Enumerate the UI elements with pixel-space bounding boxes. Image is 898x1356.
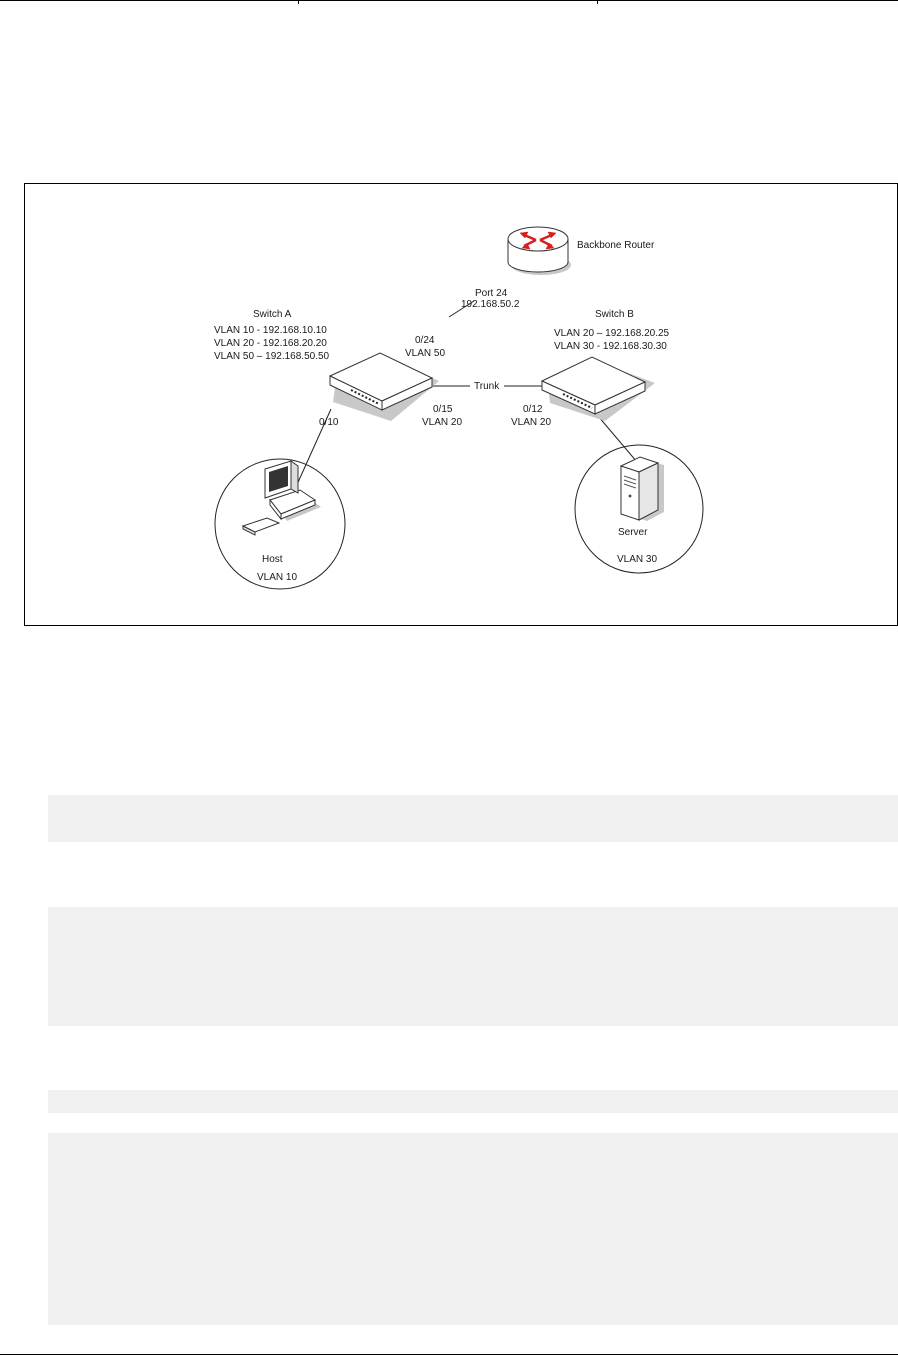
header-tick-right xyxy=(597,0,598,4)
host-vlan-label: VLAN 10 xyxy=(257,572,297,583)
switch-a-vlan-line: VLAN 50 – 192.168.50.50 xyxy=(214,351,330,362)
switch-b-icon xyxy=(542,357,655,421)
host-label: Host xyxy=(262,554,283,565)
switch-b-vlan-line: VLAN 30 - 192.168.30.30 xyxy=(554,341,667,352)
server-vlan-label: VLAN 30 xyxy=(617,554,657,565)
switch-a-trunk-vlan: VLAN 20 xyxy=(422,417,462,428)
network-diagram-canvas: Backbone Router Port 24 192.168.50.2 Swi… xyxy=(25,184,898,627)
switch-a-uplink-port: 0/24 xyxy=(415,335,435,346)
switch-b-trunk-port: 0/12 xyxy=(523,404,543,415)
network-diagram: Backbone Router Port 24 192.168.50.2 Swi… xyxy=(24,183,898,626)
bottom-rule xyxy=(0,1354,898,1355)
trunk-label: Trunk xyxy=(474,381,500,392)
router-label: Backbone Router xyxy=(577,240,655,251)
host-computer-icon xyxy=(243,461,321,535)
switch-a-icon xyxy=(330,353,439,421)
switch-a-host-port: 0/10 xyxy=(319,417,339,428)
server-icon xyxy=(621,457,664,521)
switch-a-vlan-line: VLAN 20 - 192.168.20.20 xyxy=(214,338,327,349)
uplink-ip-label: 192.168.50.2 xyxy=(461,299,520,310)
switch-b-vlan-line: VLAN 20 – 192.168.20.25 xyxy=(554,328,670,339)
switch-a-title: Switch A xyxy=(253,309,292,320)
header-tick-left xyxy=(298,0,299,4)
switch-a-trunk-port: 0/15 xyxy=(433,404,453,415)
code-block xyxy=(48,795,898,842)
code-block xyxy=(48,907,898,1026)
switch-b-trunk-vlan: VLAN 20 xyxy=(511,417,551,428)
uplink-port-label: Port 24 xyxy=(475,288,508,299)
server-label: Server xyxy=(618,527,648,538)
router-icon xyxy=(508,227,571,275)
switch-a-uplink-vlan: VLAN 50 xyxy=(405,348,445,359)
switch-b-title: Switch B xyxy=(595,309,634,320)
switch-a-vlan-line: VLAN 10 - 192.168.10.10 xyxy=(214,325,327,336)
top-rule xyxy=(0,0,898,1)
code-block xyxy=(48,1133,898,1325)
code-block xyxy=(48,1090,898,1113)
